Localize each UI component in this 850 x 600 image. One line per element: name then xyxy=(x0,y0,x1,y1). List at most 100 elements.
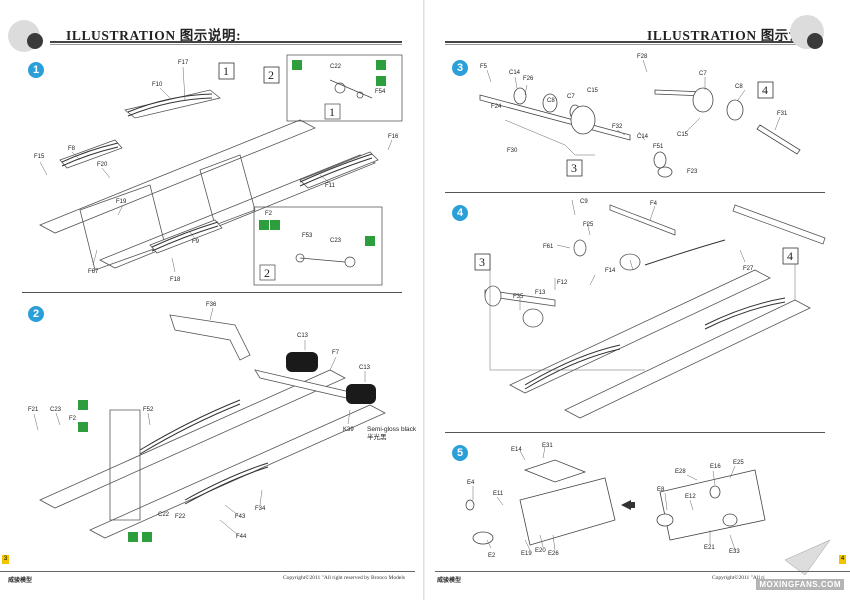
part-label: F34 xyxy=(255,506,266,512)
part-label: E12 xyxy=(685,494,696,500)
step-badge-3: 3 xyxy=(452,60,468,76)
part-label: F2 xyxy=(265,211,273,217)
step-badge-5: 5 xyxy=(452,445,468,461)
svg-text:3: 3 xyxy=(571,161,577,175)
page-title: ILLUSTRATION 图示说明: xyxy=(66,28,242,43)
reference-boxes-step1: 1 2 xyxy=(218,62,280,84)
step-3-5-diagram: 3 4 F5 F24 C14 F26 C8 C7 C15 F28 C7 C8 F… xyxy=(465,54,831,576)
part-label: E31 xyxy=(542,443,553,449)
footer-brand: 威骏模型 xyxy=(437,578,462,584)
header-decor-dot xyxy=(27,33,43,49)
part-label: F27 xyxy=(743,266,754,272)
ref-box-3 xyxy=(474,253,491,271)
ref-box-3 xyxy=(566,159,583,177)
part-label: F7 xyxy=(332,350,340,356)
detail-inset-2 xyxy=(253,206,383,286)
part-label: F19 xyxy=(116,199,127,205)
part-label: E26 xyxy=(548,551,559,557)
part-label: F31 xyxy=(777,111,788,117)
footer-rule xyxy=(435,571,850,572)
part-label: F28 xyxy=(637,54,648,60)
part-label: F30 xyxy=(507,148,518,154)
part-label: F13 xyxy=(535,290,546,296)
right-page: ILLUSTRATION 图示说明: 3 4 5 xyxy=(425,0,850,600)
part-label: E2 xyxy=(488,553,496,559)
part-label: F23 xyxy=(687,169,698,175)
part-label: F54 xyxy=(375,89,386,95)
part-label: F25 xyxy=(583,222,594,228)
part-label: F61 xyxy=(543,244,554,250)
leader-lines-step2 xyxy=(33,307,366,536)
site-watermark: MOXINGFANS.COM xyxy=(756,579,844,590)
part-label: C7 xyxy=(567,94,575,100)
part-label: C23 xyxy=(330,238,342,244)
chassis-frame-step4 xyxy=(484,204,826,419)
page-number: 4 xyxy=(839,555,846,564)
part-label: E20 xyxy=(535,548,546,554)
reference-boxes-step4: 3 4 xyxy=(474,247,799,271)
part-label: C22 xyxy=(158,512,170,518)
part-label: E21 xyxy=(704,545,715,551)
part-label: C14 xyxy=(509,70,521,76)
part-label: F4 xyxy=(650,201,658,207)
part-label: F67 xyxy=(88,269,99,275)
step-divider xyxy=(445,192,825,193)
ref-box-1 xyxy=(218,62,235,80)
footer-copyright: Copyright©2011 "All right reserved by Br… xyxy=(283,575,406,581)
part-label: F15 xyxy=(34,154,45,160)
footer-rule xyxy=(0,571,415,572)
part-label: F17 xyxy=(178,60,189,66)
header-rule xyxy=(445,41,805,43)
part-label: F44 xyxy=(236,534,247,540)
paint-note-cn: 半光黑 xyxy=(367,434,387,441)
svg-text:2: 2 xyxy=(268,68,274,82)
part-label: E4 xyxy=(467,480,475,486)
header-rule-thin xyxy=(50,44,402,45)
part-labels-step3: F5 F24 C14 F26 C8 C7 C15 F28 C7 C8 F31 C… xyxy=(480,54,788,175)
paint-note-en: Semi-gloss black xyxy=(367,426,417,433)
part-label: F21 xyxy=(28,407,39,413)
leader-lines-step1 xyxy=(39,66,393,273)
part-label: C8 xyxy=(547,98,555,104)
black-blocks-step2 xyxy=(286,352,376,404)
part-label: E8 xyxy=(657,487,665,493)
arrow-icon xyxy=(621,500,635,510)
leaf-springs-step4 xyxy=(524,239,786,390)
part-label: E19 xyxy=(521,551,532,557)
step-divider xyxy=(22,292,402,293)
part-label: E11 xyxy=(493,491,504,497)
part-label: F2 xyxy=(69,416,77,422)
part-label: F24 xyxy=(491,104,502,110)
part-label: F35 xyxy=(513,294,524,300)
leader-lines-step5 xyxy=(472,446,736,551)
reference-boxes-step3: 3 4 xyxy=(566,81,774,177)
part-label: F32 xyxy=(612,124,623,130)
part-label: E33 xyxy=(729,549,740,555)
part-labels-step2: F36 C13 F7 C13 F21 C23 F52 K39 F43 F34 C… xyxy=(28,302,371,540)
part-label: K39 xyxy=(343,427,354,433)
svg-text:4: 4 xyxy=(787,249,793,263)
part-label: F16 xyxy=(388,134,399,140)
part-label: C23 xyxy=(50,407,62,413)
step-1-2-diagram: F17 F10 F16 F15 F8 F20 F19 F11 F9 F67 F1… xyxy=(28,54,403,542)
ref-box-4 xyxy=(782,247,799,265)
part-label: F52 xyxy=(143,407,154,413)
part-label: C15 xyxy=(587,88,599,94)
part-label: C8 xyxy=(735,84,743,90)
step-badge-4: 4 xyxy=(452,205,468,221)
part-label: E28 xyxy=(675,469,686,475)
leaf-springs-step1 xyxy=(61,93,373,252)
step-badge-2: 2 xyxy=(28,306,44,322)
paper-plane-icon xyxy=(784,539,831,576)
ref-box-1-inset: 1 xyxy=(329,105,335,119)
part-label: E14 xyxy=(511,447,522,453)
svg-text:3: 3 xyxy=(479,255,485,269)
part-labels-step1: F17 F10 F16 F15 F8 F20 F19 F11 F9 F67 F1… xyxy=(34,60,399,283)
header-rule-thin xyxy=(445,44,805,45)
part-label: F5 xyxy=(480,64,488,70)
part-label: C15 xyxy=(677,132,689,138)
axle-assembly-step3 xyxy=(479,87,801,178)
part-label: C13 xyxy=(297,333,309,339)
part-label: C7 xyxy=(699,71,707,77)
part-label: E16 xyxy=(710,464,721,470)
